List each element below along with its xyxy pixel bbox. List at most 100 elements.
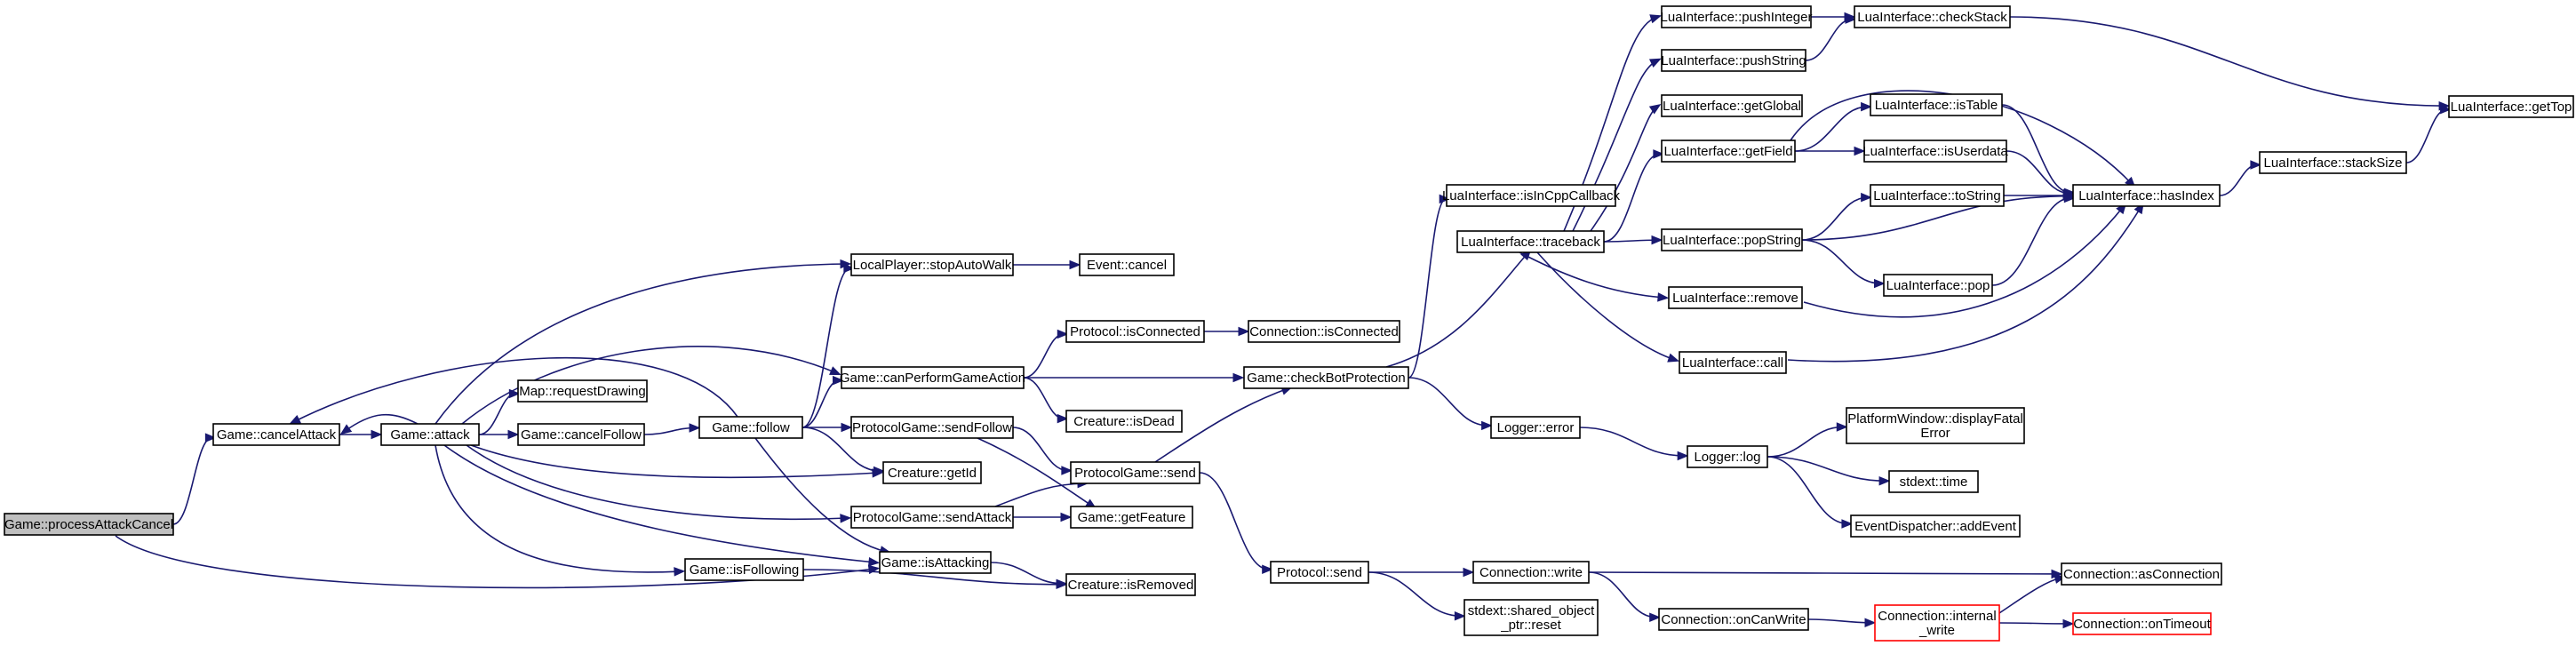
graph-node-checkStack[interactable]: LuaInterface::checkStack — [1854, 5, 2011, 28]
graph-node-isRemoved[interactable]: Creature::isRemoved — [1065, 573, 1196, 596]
call-edge — [1199, 472, 1269, 570]
call-edge — [1385, 251, 1529, 368]
graph-node-isAttacking[interactable]: Game::isAttacking — [879, 551, 992, 574]
node-box — [1446, 184, 1616, 207]
arrow-head-icon — [1439, 194, 1451, 204]
call-edge — [1767, 456, 1886, 482]
arrow-head-icon — [674, 567, 686, 577]
graph-node-cancelAttack[interactable]: Game::cancelAttack — [212, 423, 340, 446]
arrow-head-icon — [1836, 422, 1848, 432]
graph-node-connIsConnected[interactable]: Connection::isConnected — [1248, 320, 1400, 343]
call-edge — [1408, 377, 1488, 427]
call-edge — [443, 444, 876, 563]
graph-node-sendAttack[interactable]: ProtocolGame::sendAttack — [850, 506, 1014, 529]
graph-node-getFeature[interactable]: Game::getFeature — [1070, 506, 1193, 529]
graph-node-traceback[interactable]: LuaInterface::traceback — [1456, 230, 1605, 253]
arrow-head-icon — [843, 263, 856, 274]
graph-node-eventCancel[interactable]: Event::cancel — [1079, 253, 1175, 276]
arrow-head-icon — [1657, 292, 1670, 302]
graph-node-attack[interactable]: Game::attack — [380, 423, 480, 446]
graph-node-follow[interactable]: Game::follow — [698, 416, 803, 439]
call-edge — [172, 436, 212, 525]
node-label: LocalPlayer::stopAutoWalk — [853, 258, 1012, 273]
graph-node-creatureIsDead[interactable]: Creature::isDead — [1065, 410, 1183, 433]
node-label: Game::cancelAttack — [217, 427, 337, 443]
graph-node-connWrite[interactable]: Connection::write — [1472, 561, 1590, 584]
graph-node-getGlobal[interactable]: LuaInterface::getGlobal — [1661, 94, 1803, 117]
graph-node-pgSend[interactable]: ProtocolGame::send — [1070, 461, 1200, 484]
graph-node-getTop[interactable]: LuaInterface::getTop — [2448, 95, 2574, 118]
graph-node-stackSize[interactable]: LuaInterface::stackSize — [2259, 151, 2407, 174]
node-box — [2072, 612, 2212, 635]
node-box — [1883, 274, 1993, 297]
node-label: LuaInterface::isTable — [1875, 98, 1998, 113]
graph-node-sendFollow[interactable]: ProtocolGame::sendFollow — [850, 416, 1014, 439]
graph-node-cancelFollow[interactable]: Game::cancelFollow — [517, 423, 645, 446]
graph-node-requestDrawing[interactable]: Map::requestDrawing — [517, 379, 648, 403]
node-label: Game::checkBotProtection — [1247, 371, 1405, 386]
arrow-head-icon — [1061, 466, 1073, 475]
node-label: ProtocolGame::sendFollow — [852, 420, 1012, 435]
graph-node-addEvent[interactable]: EventDispatcher::addEvent — [1850, 514, 2021, 538]
arrow-head-icon — [689, 423, 701, 433]
node-box — [1065, 410, 1183, 433]
arrow-head-icon — [339, 424, 353, 435]
graph-node-canPerform[interactable]: Game::canPerformGameAction — [840, 366, 1025, 389]
node-label: LuaInterface::isUserdata — [1862, 144, 2008, 159]
graph-node-toString[interactable]: LuaInterface::toString — [1870, 184, 2005, 207]
graph-node-sharedReset[interactable]: stdext::shared_object_ptr::reset — [1463, 599, 1599, 636]
node-label: LuaInterface::pop — [1886, 278, 1990, 293]
graph-node-pushString[interactable]: LuaInterface::pushString — [1661, 49, 1806, 72]
arrow-head-icon — [1481, 420, 1493, 431]
call-edge — [1012, 427, 1068, 472]
node-box — [1668, 286, 1803, 309]
graph-node-internalWrite[interactable]: Connection::internal_write — [1874, 604, 2000, 642]
arrow-head-icon — [1060, 512, 1073, 522]
graph-node-popString[interactable]: LuaInterface::popString — [1661, 228, 1803, 251]
graph-node-isInCpp[interactable]: LuaInterface::isInCppCallback — [1442, 184, 1621, 207]
graph-node-asConnection[interactable]: Connection::asConnection — [2061, 562, 2222, 586]
call-edge — [802, 267, 851, 428]
node-box — [1463, 599, 1599, 636]
graph-node-hasIndex[interactable]: LuaInterface::hasIndex — [2072, 184, 2221, 207]
graph-node-creatureGetId[interactable]: Creature::getId — [882, 461, 982, 484]
graph-node-isTable[interactable]: LuaInterface::isTable — [1870, 93, 2003, 116]
graph-node-checkBot[interactable]: Game::checkBotProtection — [1243, 366, 1409, 389]
graph-node-onTimeout[interactable]: Connection::onTimeout — [2072, 612, 2212, 635]
graph-node-isFollowing[interactable]: Game::isFollowing — [684, 558, 804, 581]
node-box — [1661, 94, 1803, 117]
node-box — [1687, 445, 1768, 468]
graph-node-pop[interactable]: LuaInterface::pop — [1883, 274, 1993, 297]
graph-node-pushInteger[interactable]: LuaInterface::pushInteger — [1661, 5, 1813, 28]
graph-node-protoSend[interactable]: Protocol::send — [1270, 561, 1369, 584]
arrow-head-icon — [1653, 149, 1665, 159]
graph-node-protoIsConnected[interactable]: Protocol::isConnected — [1065, 320, 1205, 343]
arrow-head-icon — [289, 414, 302, 425]
graph-node-loggerError[interactable]: Logger::error — [1490, 416, 1581, 439]
graph-node-processAttackCancel[interactable]: Game::processAttackCancel — [4, 513, 174, 536]
node-label: LuaInterface::pushString — [1661, 53, 1806, 68]
node-box — [698, 416, 803, 439]
node-label: Connection::onTimeout — [2073, 617, 2211, 632]
graph-node-stopAutoWalk[interactable]: LocalPlayer::stopAutoWalk — [850, 253, 1014, 276]
graph-node-isUserdata[interactable]: LuaInterface::isUserdata — [1862, 140, 2008, 163]
graph-node-onCanWrite[interactable]: Connection::onCanWrite — [1658, 608, 1809, 631]
node-box — [1472, 561, 1590, 584]
graph-node-getField[interactable]: LuaInterface::getField — [1661, 140, 1796, 163]
node-label: stdext::time — [1900, 475, 1968, 490]
node-box — [4, 513, 174, 536]
node-label: LuaInterface::hasIndex — [2078, 188, 2214, 203]
graph-node-stdextTime[interactable]: stdext::time — [1888, 470, 1979, 493]
node-label: Game::canPerformGameAction — [840, 371, 1025, 386]
call-edge — [802, 569, 1064, 586]
node-label: LuaInterface::stackSize — [2264, 156, 2403, 171]
node-box — [1079, 253, 1175, 276]
graph-node-remove[interactable]: LuaInterface::remove — [1668, 286, 1803, 309]
graph-node-call[interactable]: LuaInterface::call — [1679, 351, 1787, 374]
graph-node-loggerLog[interactable]: Logger::log — [1687, 445, 1768, 468]
call-edge — [1588, 571, 1656, 618]
call-edge — [2001, 104, 2071, 194]
node-box — [1270, 561, 1369, 584]
